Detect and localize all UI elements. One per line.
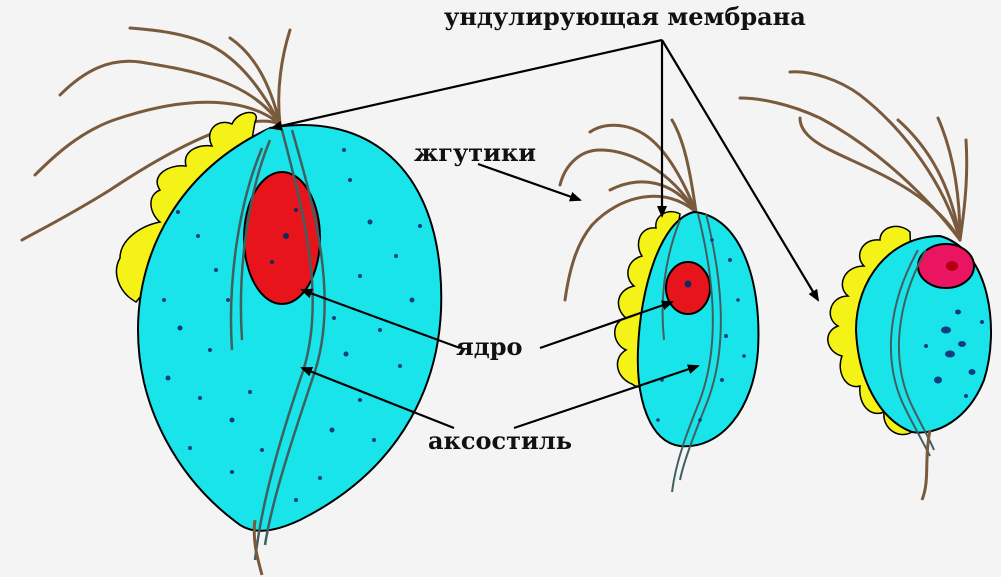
cell-small	[740, 72, 991, 500]
arrow-membrane-large	[272, 40, 662, 128]
arrow-flagella	[478, 164, 580, 200]
cell-large	[22, 28, 441, 575]
label-nucleus: ядро	[456, 332, 523, 361]
label-axostyle: аксостиль	[428, 426, 572, 455]
label-flagella: жгутики	[414, 138, 536, 167]
label-undulating-membrane: ундулирующая мембрана	[444, 2, 806, 31]
flagella-small	[740, 72, 967, 240]
nucleus-medium	[666, 262, 710, 314]
